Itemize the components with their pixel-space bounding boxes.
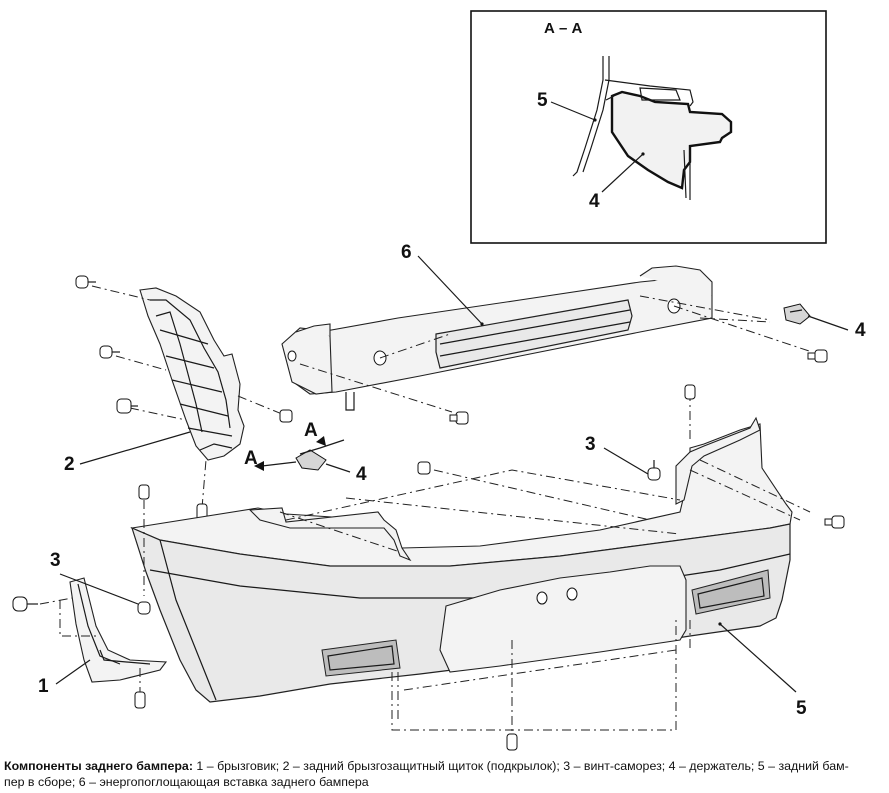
caption-line-1: 1 – брызговик; 2 – задний брызгозащитный… [196,759,849,773]
inset-holder [610,90,733,190]
caption-line-2: пер в сборе; 6 – энергопоглощающая встав… [4,775,369,789]
callout-4-right: 4 [855,320,866,341]
section-mark-a-lower: А [244,448,258,469]
screw-icon [647,460,661,481]
nut-icon [279,409,293,423]
screw-icon [99,345,120,359]
section-mark-a-upper: А [304,420,318,441]
callout-3-right: 3 [585,434,596,455]
caption-heading: Компоненты заднего бампера: [4,759,193,773]
absorber-fasteners: 4 [299,295,866,425]
screw-icon [138,484,150,500]
bolt-icon [449,411,469,425]
screw-icon [75,275,96,289]
callout-5-bumper: 5 [796,698,807,719]
figure-caption: Компоненты заднего бампера: 1 – брызгови… [4,758,884,790]
screw-icon [137,601,151,615]
center-holder: А А 4 [244,420,367,485]
splash-shield: 2 [64,287,245,475]
inset-title: А – А [544,20,583,37]
callout-1: 1 [38,676,49,697]
callout-6: 6 [401,242,412,263]
shield-fasteners [75,275,293,521]
callout-4-inset: 4 [589,191,600,212]
energy-absorber: 6 [281,242,713,411]
bumper-assembly: 5 [130,392,811,736]
section-inset: А – А 5 4 [470,10,827,244]
screw-icon [684,384,696,400]
clip-holder-icon [783,303,811,325]
callout-2: 2 [64,454,75,475]
screw-icon [506,733,518,751]
screw-icon [116,398,138,414]
bolt-icon [807,349,828,363]
bolt-icon [824,515,845,529]
callout-4-center: 4 [356,464,367,485]
mudflap: 3 1 [12,550,168,709]
bumper-fasteners: 3 [138,384,845,751]
nut-icon [417,461,431,475]
callout-3-left: 3 [50,550,61,571]
callout-5-inset: 5 [537,90,548,111]
screw-icon [12,596,38,612]
screw-icon [134,691,146,709]
